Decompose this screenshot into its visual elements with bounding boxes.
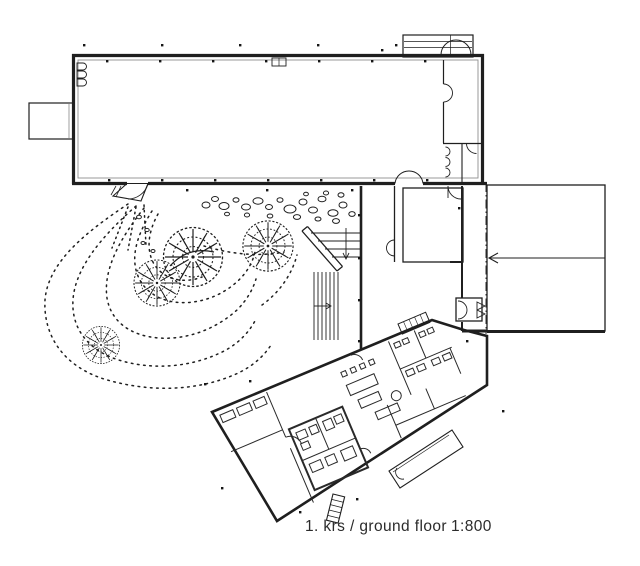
north-entry-annex: [402, 34, 474, 58]
wall-inner-line: [77, 59, 479, 179]
south-wing-outline: [210, 318, 489, 523]
column-dots: [83, 44, 505, 514]
double-door-swing: [394, 170, 424, 184]
south-wing-entry-ramp: [397, 311, 431, 335]
caption-scale-label: 1:800: [451, 518, 492, 535]
path-edge-curve: [169, 250, 215, 267]
south-wing-exterior-stair: [325, 493, 346, 524]
north-hall-building: [28, 34, 487, 202]
south-wing-interior: [219, 326, 466, 503]
door-swing: [443, 83, 453, 103]
contour-paths: [44, 203, 298, 389]
tree: [133, 259, 181, 307]
south-wing-terrace: [388, 429, 464, 489]
stair-treads: [311, 232, 360, 258]
vestibule: [455, 297, 487, 322]
door-swing: [127, 183, 149, 200]
caption-floor-label: 1. krs / ground floor: [305, 518, 447, 535]
link-room: [402, 187, 464, 263]
wc-fixtures: [445, 146, 451, 178]
door-symbol: [476, 301, 487, 319]
east-hall-building: [486, 184, 606, 333]
stair-right-arrow: [325, 302, 332, 310]
north-hall-floor: [72, 54, 484, 184]
tree: [82, 326, 120, 364]
boulders: [136, 190, 356, 253]
tree: [242, 220, 294, 272]
caption: 1. krs / ground floor 1:800: [305, 518, 492, 535]
stair-down-arrow: [342, 252, 350, 261]
door-swing: [466, 143, 477, 154]
link-block: [386, 183, 487, 334]
west-vestibule: [28, 102, 74, 140]
tree: [162, 226, 224, 288]
outdoor-stairs: [301, 186, 363, 350]
main-entrance: [110, 182, 149, 202]
door-swing: [457, 300, 468, 320]
south-wing-building: [210, 311, 489, 524]
door-swing: [386, 239, 395, 257]
ramp-rail: [301, 225, 343, 272]
door-swing: [440, 39, 472, 56]
door-swing: [447, 185, 462, 200]
wc-fixtures: [76, 62, 87, 87]
direction-arrow: [487, 252, 499, 264]
